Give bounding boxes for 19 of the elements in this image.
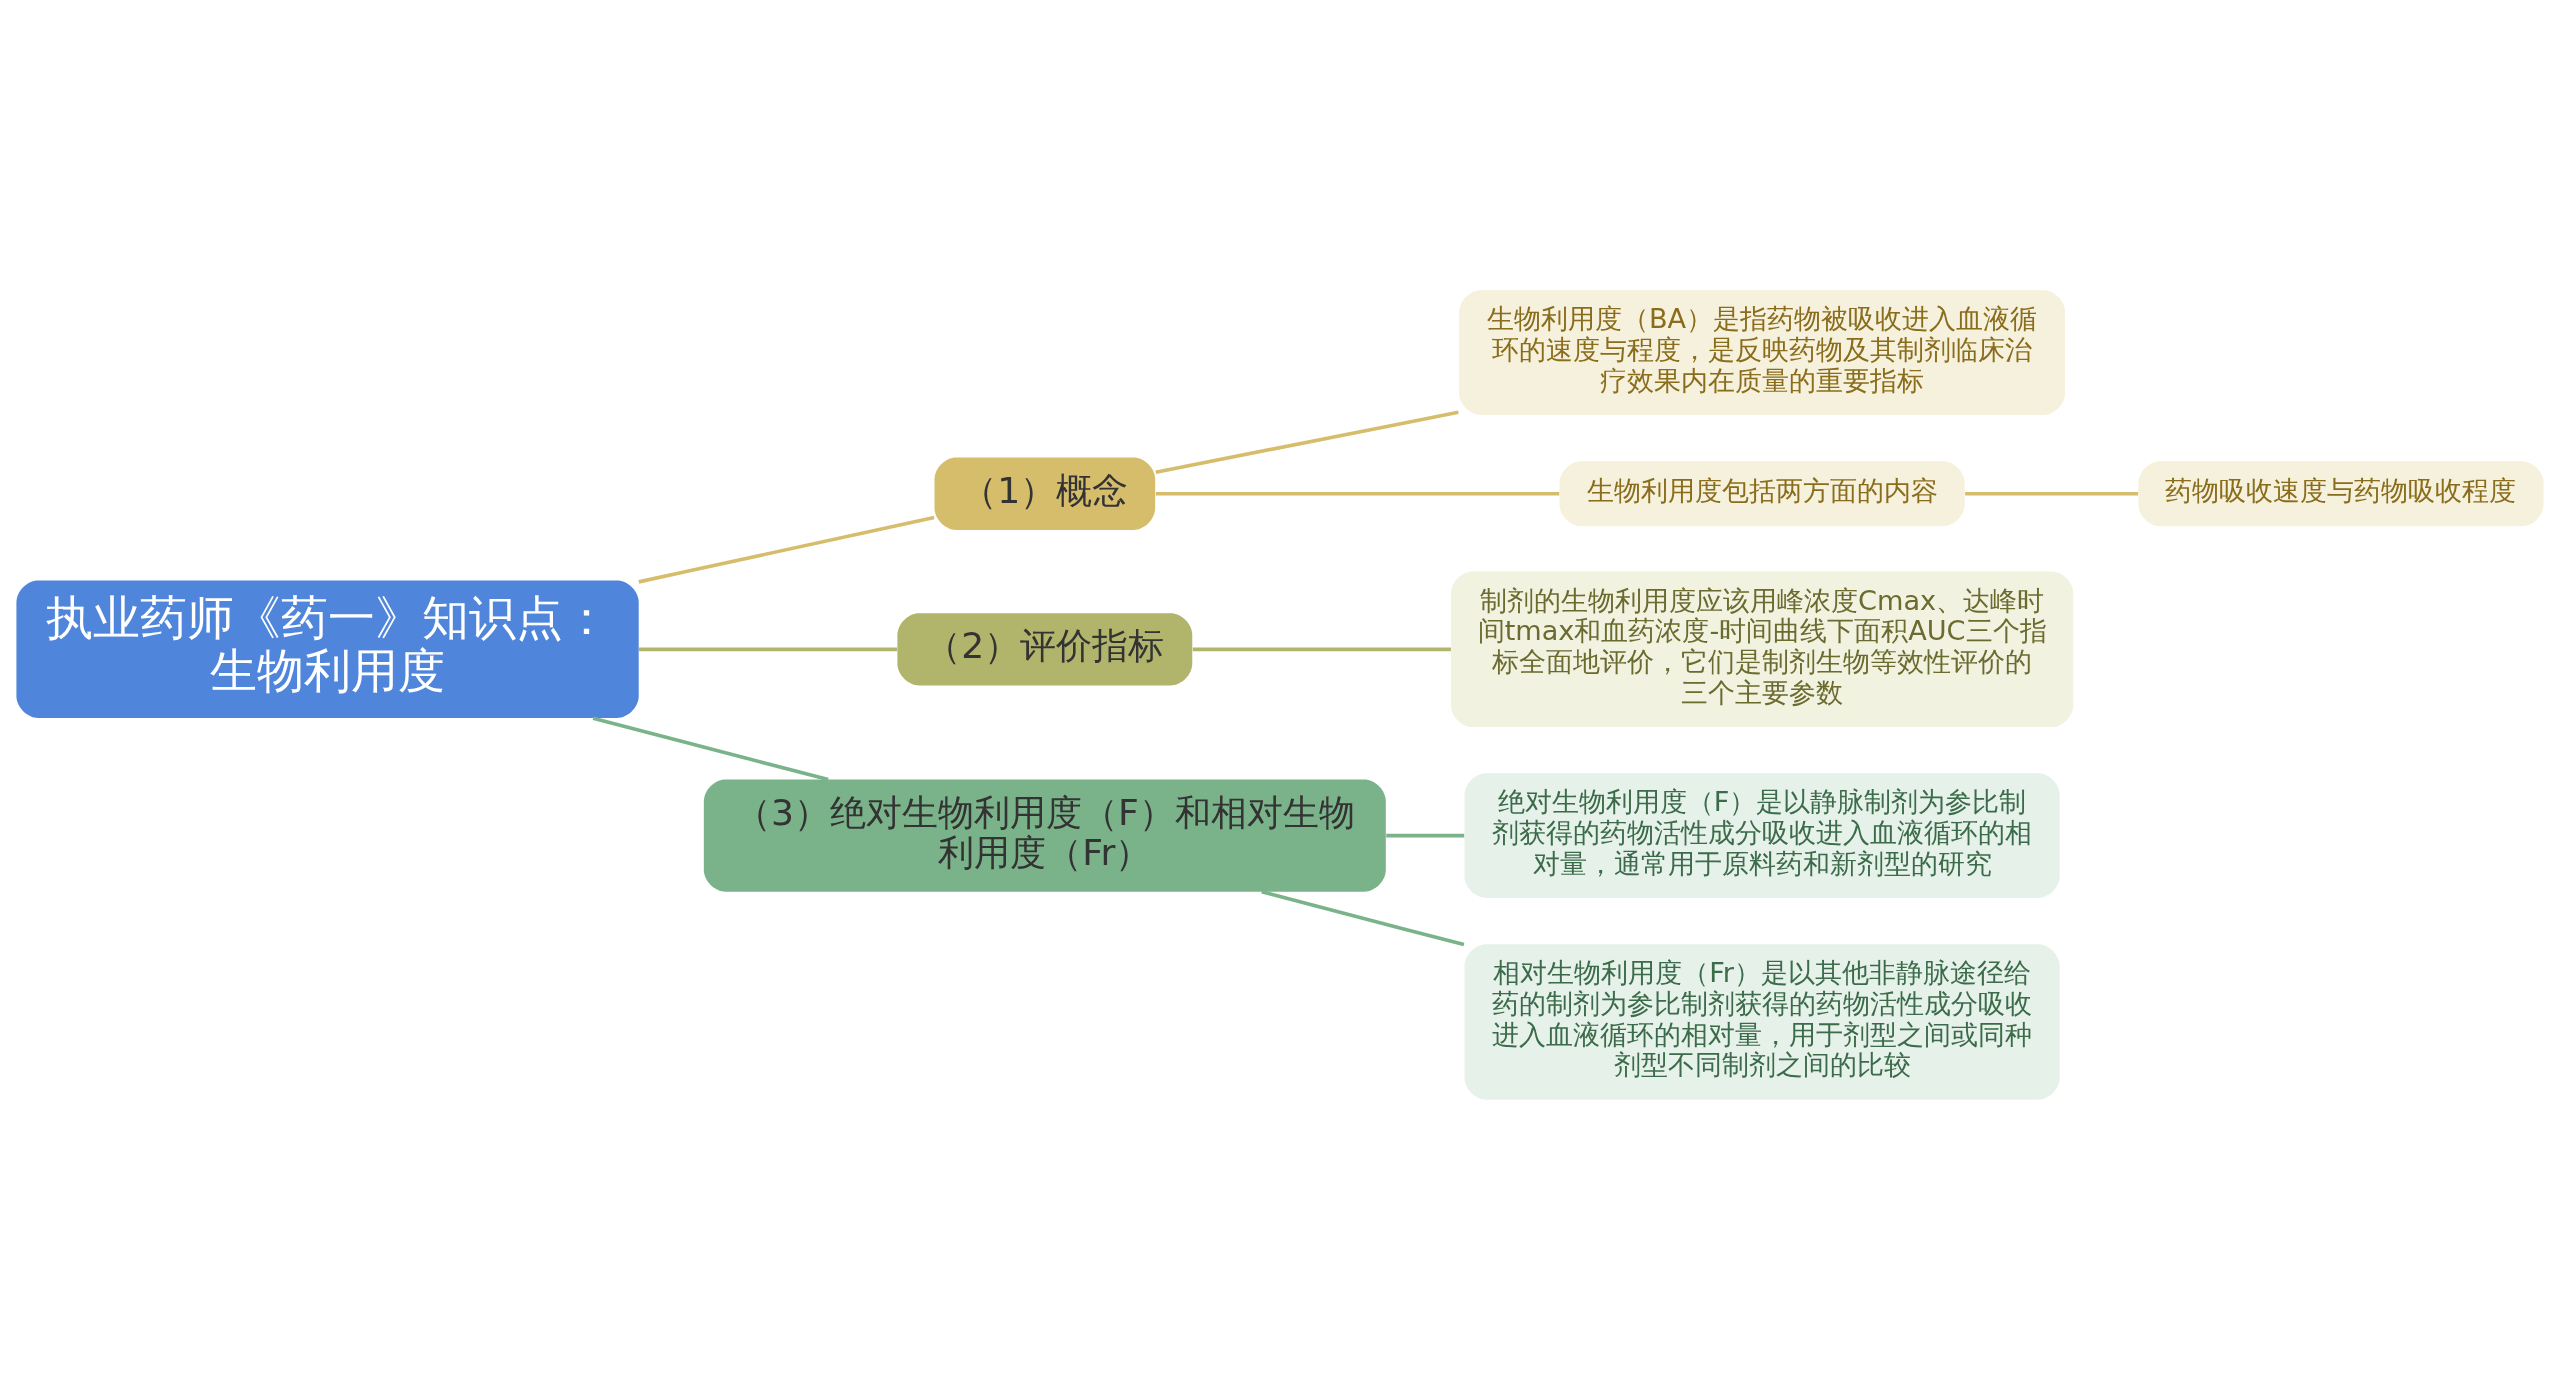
node-box: 药物吸收速度与药物吸收程度 xyxy=(2138,461,2544,527)
node-box: （1）概念 xyxy=(934,457,1156,530)
connector xyxy=(638,647,898,652)
connector xyxy=(1155,491,1560,496)
node-box: 生物利用度（BA）是指药物被吸收进入血液循环的速度与程度，是反映药物及其制剂临床治疗效果内在质量的重要指标 xyxy=(1459,290,2066,416)
node-box: 绝对生物利用度（F）是以静脉制剂为参比制剂获得的药物活性成分吸收进入血液循环的相对量，通常用于原料药和新剂型的研究 xyxy=(1464,773,2060,899)
connector xyxy=(1386,833,1465,838)
node-box: （2）评价指标 xyxy=(897,613,1193,686)
node-box: 制剂的生物利用度应该用峰浓度Cmax、达峰时间tmax和血药浓度-时间曲线下面积AUC三个指标全面地评价，它们是制剂生物等效性评价的三个主要参数 xyxy=(1450,571,2074,728)
node-box: 生物利用度包括两方面的内容 xyxy=(1559,461,1965,527)
node-box: 执业药师《药一》知识点：生物利用度 xyxy=(16,580,639,719)
connector xyxy=(1261,890,1465,947)
connector xyxy=(1155,410,1459,474)
connector xyxy=(592,716,829,782)
connector xyxy=(638,515,935,584)
node-box: （3）绝对生物利用度（F）和相对生物利用度（Fr） xyxy=(703,779,1386,892)
connector xyxy=(1965,491,2139,496)
connector xyxy=(1192,647,1451,652)
node-box: 相对生物利用度（Fr）是以其他非静脉途径给药的制剂为参比制剂获得的药物活性成分吸收进入血液循环的相对量，用于剂型之间或同种剂型不同制剂之间的比较 xyxy=(1464,944,2060,1100)
